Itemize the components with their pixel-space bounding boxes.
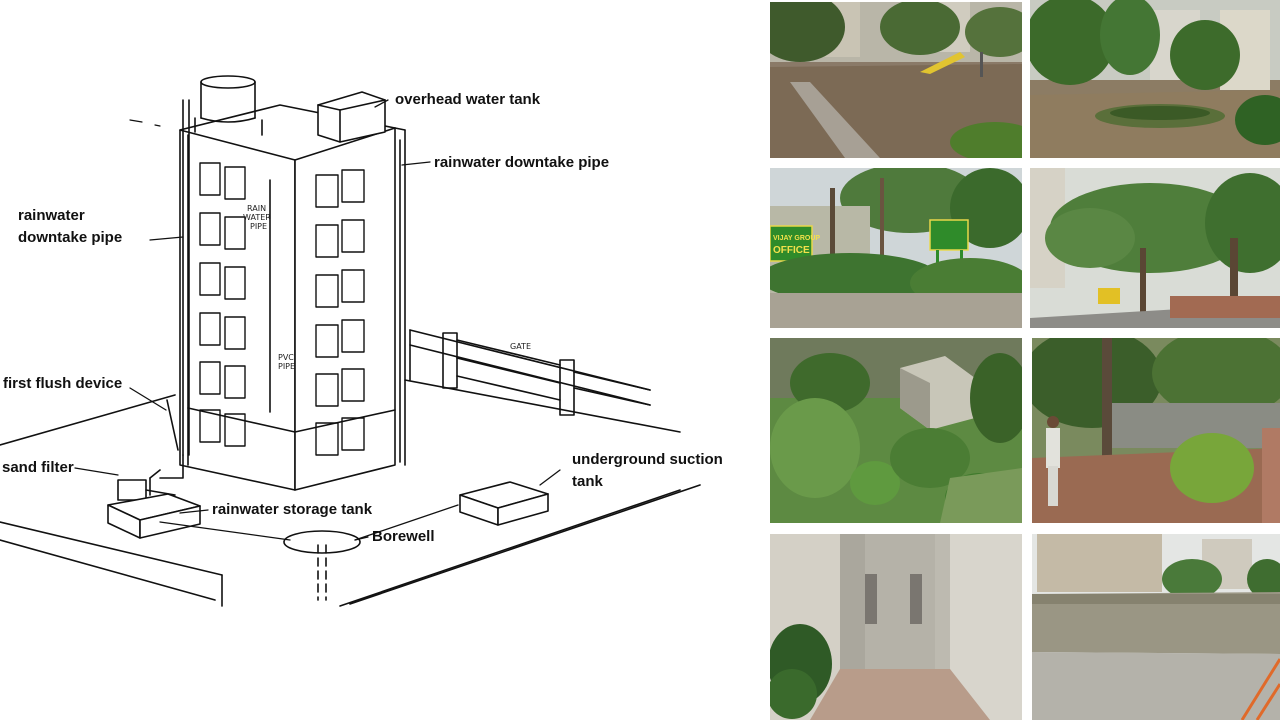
- handwritten-water: WATER: [243, 213, 271, 222]
- windows-right-face: [315, 169, 365, 456]
- first-flush-sand-filter: [117, 454, 184, 501]
- rainwater-harvesting-diagram: overhead water tank rainwater downtake p…: [0, 75, 723, 607]
- label-overhead-water-tank: overhead water tank: [395, 91, 541, 108]
- photo-garden-circle: [1030, 0, 1280, 158]
- building: [179, 104, 406, 491]
- underground-suction-tank: [459, 481, 549, 526]
- borewell: [283, 530, 361, 601]
- label-underground-suction-line1: underground suction: [572, 451, 723, 468]
- label-borewell: Borewell: [372, 528, 435, 545]
- label-underground-suction-line2: tank: [572, 473, 604, 490]
- label-downtake-pipe-left-line1: rainwater: [18, 207, 85, 224]
- photo-person-in-garden: [1032, 338, 1280, 523]
- handwritten-pipe: PIPE: [250, 222, 267, 231]
- label-downtake-pipe-right: rainwater downtake pipe: [434, 154, 609, 171]
- office-sign-text-2: OFFICE: [773, 245, 810, 256]
- overhead-water-tank: [194, 75, 386, 143]
- label-downtake-pipe-left-line2: downtake pipe: [18, 229, 122, 246]
- photo-playground: [770, 2, 1022, 158]
- rainwater-storage-tank: [107, 493, 201, 539]
- photo-rooftop-terrace: [1032, 534, 1280, 720]
- downtake-pipes: [166, 99, 401, 463]
- handwritten-pvc-pipe: PIPE: [278, 362, 295, 371]
- handwritten-pvc: PVC: [278, 353, 294, 362]
- label-rainwater-storage-tank: rainwater storage tank: [212, 501, 373, 518]
- photo-tree-lined-road: [1030, 168, 1280, 328]
- handwritten-rain: RAIN: [247, 204, 266, 213]
- photo-aerial-garden: [770, 338, 1022, 523]
- label-sand-filter: sand filter: [2, 459, 74, 476]
- photo-office-sign: VIJAY GROUP OFFICE: [770, 168, 1022, 328]
- compound-wall-gate: [409, 329, 651, 416]
- office-sign-text-1: VIJAY GROUP: [773, 235, 820, 242]
- leader-lines: [74, 99, 561, 541]
- sketch-marks: [129, 119, 161, 127]
- handwritten-gate: GATE: [510, 342, 531, 351]
- windows-left-face: [199, 162, 246, 447]
- photo-narrow-passage: [770, 534, 1022, 720]
- label-first-flush-device: first flush device: [3, 375, 122, 392]
